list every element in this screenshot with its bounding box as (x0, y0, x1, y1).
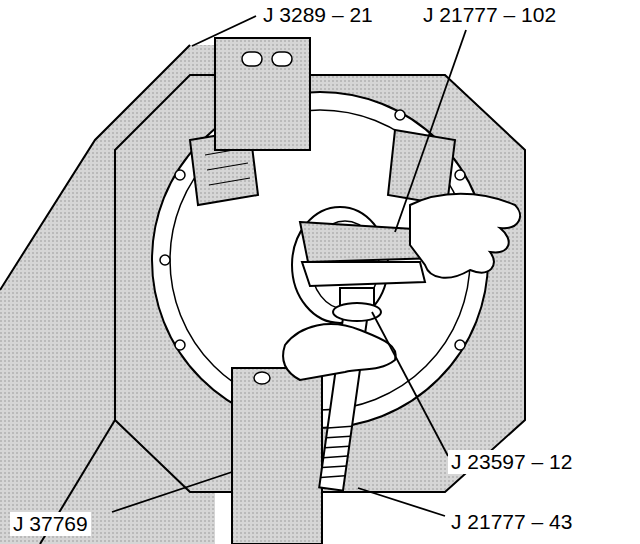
part-label: J 3289 – 21 (260, 3, 376, 27)
part-label: J 21777 – 102 (420, 3, 559, 27)
holding-fixture (232, 368, 322, 544)
leader-lines (112, 16, 466, 516)
hand (283, 324, 396, 380)
holding-fixture (215, 38, 310, 150)
part-label: J 23597 – 12 (448, 450, 575, 474)
hand (410, 194, 520, 278)
part-label: J 37769 (10, 512, 91, 536)
part-label: J 21777 – 43 (448, 510, 575, 534)
